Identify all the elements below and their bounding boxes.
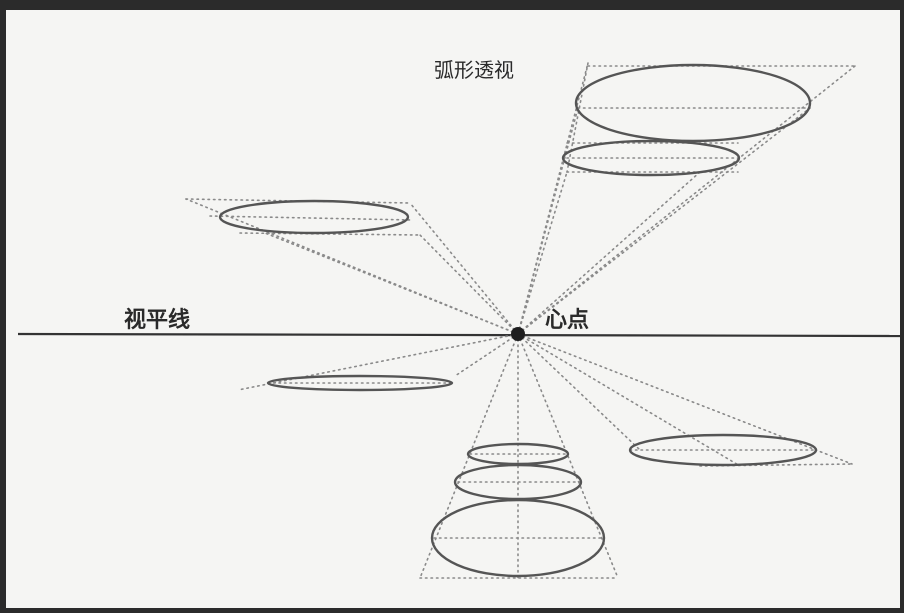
ellipse-bottom-large — [430, 498, 606, 578]
diagram-title: 弧形透视 — [434, 58, 514, 82]
horizon-label: 视平线 — [124, 307, 190, 333]
center-point-label: 心点 — [545, 307, 589, 333]
ellipse-top-left — [218, 199, 410, 235]
horizon-line — [17, 332, 901, 338]
ellipse-left-low — [266, 374, 454, 392]
ellipse-top-right-small — [561, 139, 741, 177]
ellipse-top-right-large — [574, 63, 812, 143]
drawing-paper — [6, 10, 900, 608]
ellipse-bottom-right — [628, 433, 818, 467]
center-point — [511, 327, 525, 341]
ellipses — [218, 63, 818, 578]
